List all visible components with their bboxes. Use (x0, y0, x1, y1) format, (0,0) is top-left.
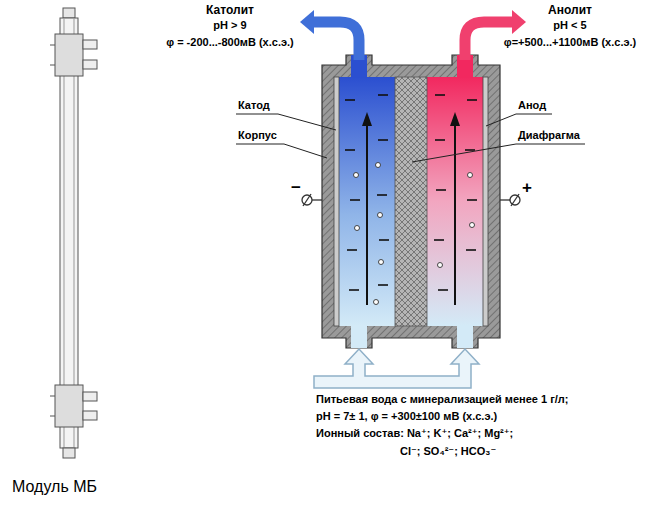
ion-dash (345, 95, 477, 290)
ph-value: pH > 9 (213, 19, 246, 32)
housing (322, 55, 500, 348)
outlet-heading: Анолит (548, 4, 592, 18)
catholyte-outlet-arrow (300, 10, 359, 60)
anolyte-outlet-arrow (465, 10, 526, 60)
figure-caption: Модуль МБ (12, 478, 97, 496)
channel (351, 325, 367, 348)
inlet-note: Питьевая вода с минерализацией менее 1 г… (316, 393, 568, 406)
polarity-sign: − (291, 178, 301, 198)
potential-value: φ=+500...+1100мВ (х.с.э.) (504, 36, 636, 49)
module-drawing (50, 8, 97, 458)
diaphragm (395, 77, 427, 326)
outlet-heading: Католит (206, 4, 254, 18)
flow-arrow (362, 112, 460, 305)
terminal (302, 194, 520, 206)
part-label: Анод (518, 99, 546, 112)
anode-plate (483, 77, 488, 326)
cathode-plate (334, 77, 339, 326)
ion-list: Cl⁻; SO₄²⁻; HCO₃⁻ (400, 445, 496, 458)
channel (457, 325, 473, 348)
ion-list: Ионный состав: Na⁺; K⁺; Ca²⁺; Mg²⁺; (316, 427, 513, 440)
part-label: Корпус (238, 129, 277, 142)
inlet-arrow (314, 349, 479, 388)
cathode-chamber (339, 77, 395, 326)
anode-chamber (427, 77, 483, 326)
leader-line (236, 114, 585, 162)
polarity-sign: + (522, 178, 532, 198)
inlet-note: pH = 7± 1, φ = +300±100 мВ (х.с.э.) (316, 410, 497, 423)
part-label: Диафрагма (518, 129, 580, 142)
potential-value: φ = -200...-800мВ (х.с.э.) (166, 36, 294, 49)
ph-value: pH < 5 (553, 19, 586, 32)
gas-bubble (354, 163, 475, 305)
part-label: Катод (238, 99, 270, 112)
